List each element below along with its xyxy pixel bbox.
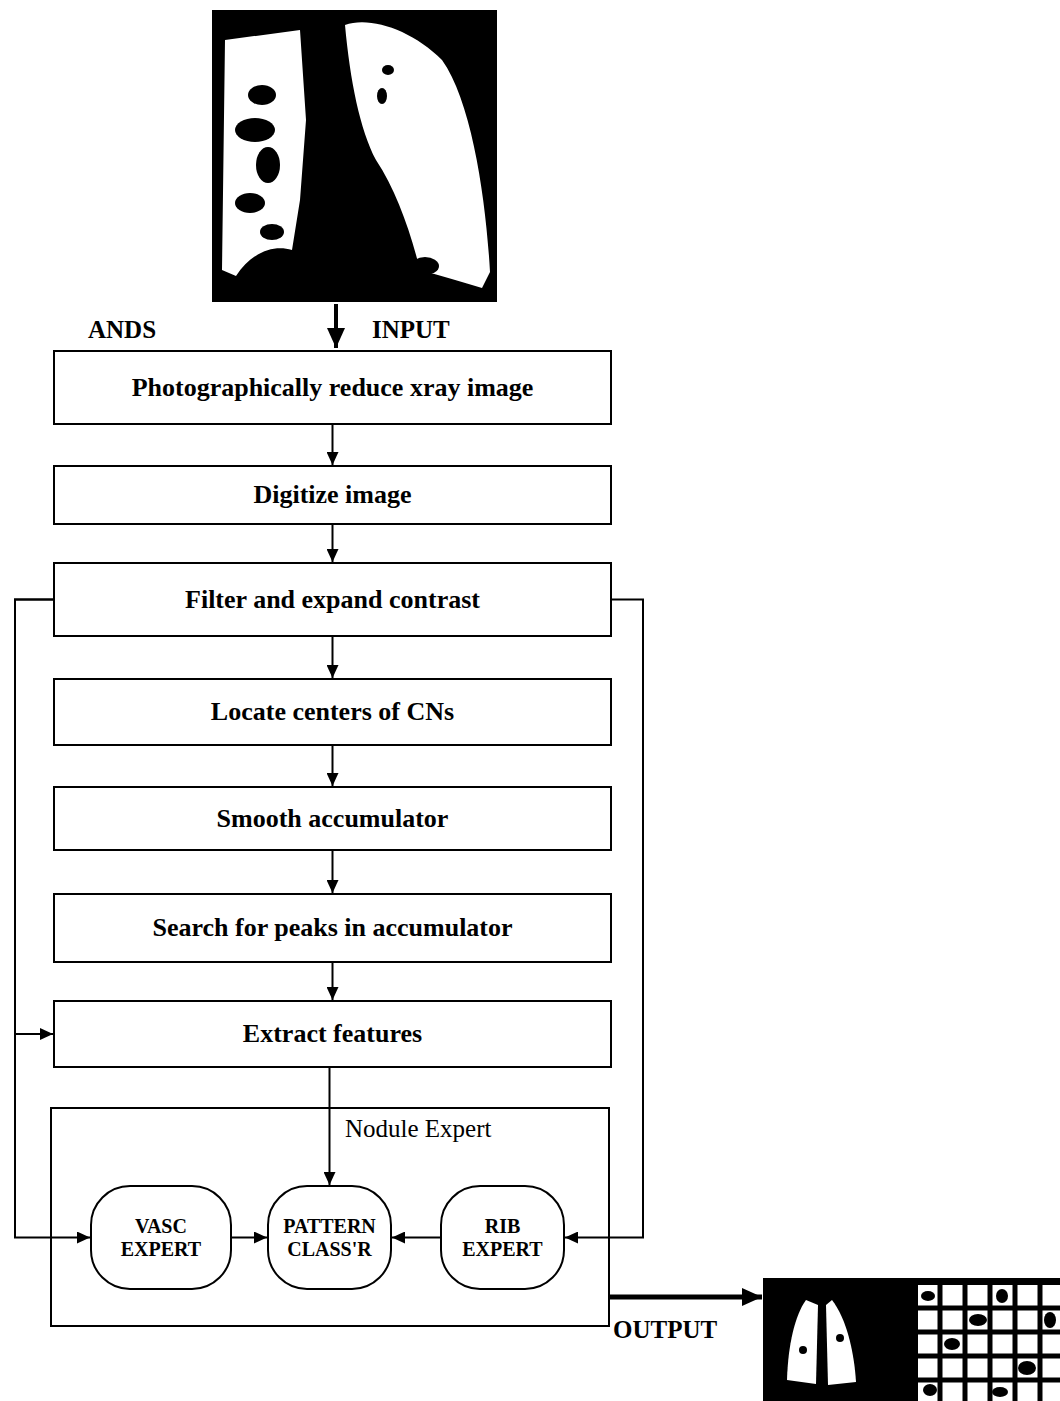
output-speck: [836, 1334, 844, 1342]
flow-connector: [332, 746, 334, 786]
input-arrow: [334, 304, 338, 348]
container-title: Nodule Expert: [342, 1115, 494, 1143]
left-lung: [222, 30, 306, 276]
box-label: Extract features: [243, 1019, 422, 1049]
output-background: [763, 1278, 1060, 1401]
box-label: Digitize image: [253, 480, 411, 510]
classifier-module: PATTERN CLASS'R: [267, 1185, 392, 1290]
output-lung: [826, 1300, 856, 1385]
process-box: Smooth accumulator: [53, 786, 612, 851]
right-lung: [345, 22, 490, 288]
output-lung: [787, 1300, 818, 1384]
box-label: PATTERN CLASS'R: [277, 1215, 382, 1261]
process-box: Extract features: [53, 1000, 612, 1068]
grid-lines: [918, 1285, 1060, 1401]
output-images: [763, 1278, 1060, 1401]
grid-blobs: [921, 1289, 1056, 1397]
process-box: Locate centers of CNs: [53, 678, 612, 746]
lesion: [248, 85, 276, 105]
lesion: [235, 193, 265, 213]
flow-connector: [332, 963, 334, 1000]
flow-connector: [329, 1068, 331, 1185]
process-box: Digitize image: [53, 465, 612, 525]
box-label: RIB EXPERT: [450, 1215, 555, 1261]
expert-module: RIB EXPERT: [440, 1185, 565, 1290]
flow-connector: [15, 600, 53, 1035]
lesion: [382, 65, 394, 75]
flow-connector: [332, 525, 334, 562]
flow-connector: [332, 851, 334, 893]
xray-background: [212, 10, 497, 302]
flow-label: ANDS: [88, 316, 156, 344]
expert-module: VASC EXPERT: [90, 1185, 232, 1290]
flow-label: OUTPUT: [613, 1316, 717, 1344]
lesion: [377, 88, 387, 104]
box-label: Search for peaks in accumulator: [152, 913, 512, 943]
expert-container: Nodule ExpertVASC EXPERT PATTERN CLASS'R R…: [50, 1107, 610, 1327]
output-speck: [799, 1346, 807, 1354]
box-label: Photographically reduce xray image: [132, 373, 534, 403]
lesion: [256, 147, 280, 183]
lesion: [235, 118, 275, 142]
process-box: Search for peaks in accumulator: [53, 893, 612, 963]
flow-connector: [332, 637, 334, 678]
box-label: Smooth accumulator: [217, 804, 449, 834]
flow-connector: [332, 425, 334, 465]
flow-label: INPUT: [372, 316, 450, 344]
output-grid: [918, 1285, 1060, 1401]
lesion: [411, 257, 439, 275]
flow-connector: [392, 1237, 440, 1239]
box-label: Locate centers of CNs: [211, 697, 454, 727]
output-arrow: [610, 1295, 762, 1300]
box-label: VASC EXPERT: [109, 1215, 214, 1261]
lesion: [260, 224, 284, 240]
flow-connector: [232, 1237, 267, 1239]
process-box: Filter and expand contrast: [53, 562, 612, 637]
input-xray: [212, 10, 497, 302]
box-label: Filter and expand contrast: [185, 585, 480, 615]
process-box: Photographically reduce xray image: [53, 350, 612, 425]
